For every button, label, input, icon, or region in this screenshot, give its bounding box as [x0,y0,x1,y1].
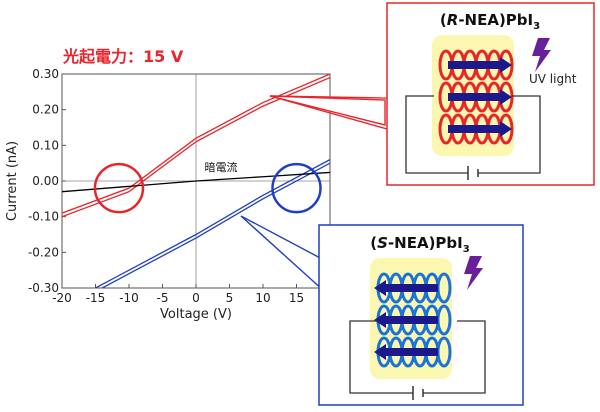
x-axis-label: Voltage (V) [160,307,232,322]
uv-light-label: UV light [529,72,577,86]
lightning-bolt-icon [532,38,551,72]
y-tick-label: -0.20 [28,245,59,259]
dark-current-label: 暗電流 [205,160,238,174]
highlight-circles [93,162,322,214]
lightning-bolt-shape [532,38,551,72]
r-leader-bottom [269,95,388,130]
y-tick-label: 0.10 [32,138,59,152]
highlight-circle-1 [93,162,145,214]
series-line-5 [62,171,330,193]
series-line-1 [62,74,330,214]
r-leader-top [269,95,388,99]
arrow-head [374,344,386,360]
s-nea-panel: (S-NEA)PbI3 [318,224,524,406]
arrow-body [386,316,438,324]
r-circuit [405,95,541,180]
arrow-body [448,93,500,101]
lightning-bolt-shape [464,256,483,290]
y-tick-label: -0.10 [28,210,59,224]
x-tick-label: 0 [192,291,200,305]
arrow-body [386,284,438,292]
arrow-head [500,121,512,137]
lightning-bolt-icon [464,256,483,290]
y-tick-label: 0.00 [32,174,59,188]
arrow-body [448,61,500,69]
highlight-circle-2 [271,162,322,214]
r-panel-title: (R-NEA)PbI3 [440,11,540,32]
x-tick-label: -20 [52,291,72,305]
circuit-wire [423,320,486,394]
x-tick-label: 10 [255,291,270,305]
circuit-wire [405,95,468,174]
arrow-head [374,280,386,296]
circuit-wire [349,320,413,394]
y-tick-label: -0.30 [28,281,59,295]
arrow-body [448,125,500,133]
series-line-4 [100,162,330,288]
s-circuit [349,320,486,400]
arrow-head [500,89,512,105]
r-nea-panel: (R-NEA)PbI3 UV light [386,2,595,186]
x-tick-label: -10 [119,291,139,305]
series-line-3 [94,159,330,288]
y-ticks: 0.30 0.20 0.10 0.00 -0.10 -0.20 -0.30 [28,67,66,295]
arrow-body [386,348,438,356]
y-tick-label: 0.30 [32,67,59,81]
iv-chart: -20 -15 -10 -5 0 5 10 15 0.30 0.20 0.10 0.00 -0.10 -… [5,67,331,322]
s-panel-title: (S-NEA)PbI3 [370,234,469,255]
x-tick-label: 15 [289,291,304,305]
s-leader-top [240,215,325,261]
x-tick-label: -5 [157,291,169,305]
x-tick-label: 5 [226,291,234,305]
y-axis-label: Current (nA) [5,141,20,221]
s-leader-bottom [240,215,325,292]
arrow-head [374,312,386,328]
r-callout-leader [269,95,386,126]
arrow-head [500,57,512,73]
r-helices [438,49,514,145]
x-ticks: -20 -15 -10 -5 0 5 10 15 [52,284,304,305]
x-tick-label: -15 [86,291,106,305]
circuit-wire [478,95,541,174]
y-tick-label: 0.20 [32,103,59,117]
photovoltage-headline: 光起電力：15 V [62,47,184,66]
s-helices [374,272,452,368]
